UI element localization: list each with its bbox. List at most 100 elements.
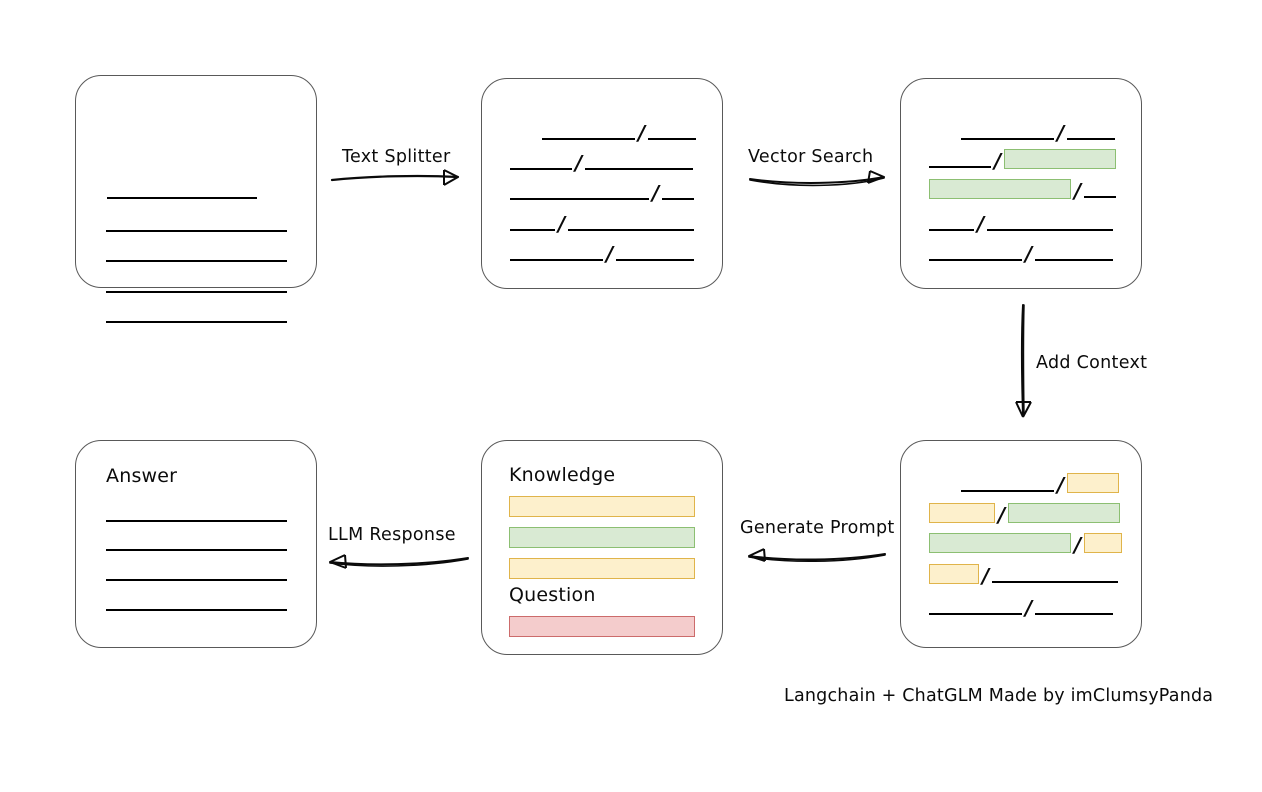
- edge-label-generate-prompt: Generate Prompt: [740, 518, 895, 538]
- edge-label-llm-response: LLM Response: [328, 525, 456, 545]
- chunk-line: /: [929, 242, 1114, 266]
- answer-body: Answer: [76, 441, 316, 647]
- document-line: [106, 244, 287, 262]
- chunk-separator: /: [1025, 242, 1033, 266]
- arrow-text-splitter: [330, 169, 460, 186]
- text-line-segment: [510, 152, 572, 170]
- node-answer[interactable]: Answer: [75, 440, 317, 648]
- text-line-segment: [929, 597, 1022, 615]
- diagram-caption: Langchain + ChatGLM Made by imClumsyPand…: [784, 686, 1214, 706]
- text-line-segment: [542, 122, 635, 140]
- text-line-segment: [616, 243, 695, 261]
- text-line-segment: [987, 213, 1114, 231]
- chunk-separator: /: [1057, 473, 1065, 497]
- context-chunk-highlight: [1084, 533, 1123, 553]
- text-line-segment: [510, 243, 603, 261]
- text-line-segment: [929, 213, 974, 231]
- text-line-segment: [585, 152, 694, 170]
- chunk-separator: /: [982, 564, 990, 588]
- document-line: [107, 181, 257, 199]
- text-line-segment: [106, 504, 287, 522]
- prompt-body: Knowledge Question: [482, 441, 722, 654]
- text-line-segment: [662, 182, 695, 200]
- chunk-line: /: [961, 121, 1116, 145]
- chunk-line: /: [929, 564, 1119, 588]
- answer-line: [106, 563, 287, 581]
- prompt-knowledge-label: Knowledge: [509, 464, 616, 486]
- node-matched-chunks[interactable]: / / / / /: [900, 78, 1142, 289]
- text-line-segment: [510, 182, 649, 200]
- source-document-body: [76, 76, 316, 323]
- text-line-segment: [106, 214, 287, 232]
- document-line: [106, 214, 287, 232]
- text-line-segment: [106, 275, 287, 293]
- chunk-separator: /: [994, 149, 1002, 173]
- chunk-separator: /: [638, 121, 646, 145]
- chunk-line: /: [510, 212, 695, 236]
- text-line-segment: [929, 243, 1022, 261]
- chunk-separator: /: [998, 503, 1006, 527]
- chunk-line: /: [510, 181, 695, 205]
- arrow-generate-prompt: [748, 548, 886, 562]
- arrow-vector-search: [749, 170, 885, 187]
- context-chunk-highlight: [929, 503, 995, 523]
- matched-chunk-highlight: [929, 533, 1071, 553]
- edge-label-text-splitter: Text Splitter: [342, 147, 451, 167]
- text-line-segment: [107, 181, 257, 199]
- node-source-document[interactable]: [75, 75, 317, 323]
- chunk-line: /: [961, 473, 1120, 497]
- document-line: [106, 305, 287, 323]
- edge-label-vector-search: Vector Search: [748, 147, 874, 167]
- edge-label-add-context: Add Context: [1036, 353, 1148, 373]
- answer-label: Answer: [106, 465, 178, 487]
- chunk-line: /: [510, 151, 694, 175]
- chunk-separator: /: [652, 181, 660, 205]
- node-context-chunks[interactable]: / / / / /: [900, 440, 1142, 648]
- text-line-segment: [961, 122, 1054, 140]
- text-line-segment: [961, 474, 1054, 492]
- chunk-line: /: [510, 242, 695, 266]
- node-generated-prompt[interactable]: Knowledge Question: [481, 440, 723, 655]
- text-line-segment: [106, 593, 287, 611]
- document-line: [106, 275, 287, 293]
- chunk-separator: /: [575, 151, 583, 175]
- text-line-segment: [1035, 243, 1114, 261]
- question-bar: [509, 616, 695, 637]
- chunk-separator: /: [606, 242, 614, 266]
- text-line-segment: [510, 213, 555, 231]
- node-split-chunks[interactable]: / / / / /: [481, 78, 723, 289]
- text-line-segment: [106, 305, 287, 323]
- chunk-separator: /: [977, 212, 985, 236]
- answer-line: [106, 533, 287, 551]
- text-line-segment: [1035, 597, 1114, 615]
- text-line-segment: [106, 244, 287, 262]
- arrow-llm-response: [329, 554, 469, 569]
- context-chunk-highlight: [1067, 473, 1120, 493]
- chunk-separator: /: [1074, 179, 1082, 203]
- text-line-segment: [568, 213, 695, 231]
- matched-chunk-highlight: [1008, 503, 1121, 523]
- text-line-segment: [929, 150, 991, 168]
- text-line-segment: [1084, 180, 1117, 198]
- text-line-segment: [106, 563, 287, 581]
- prompt-question-label: Question: [509, 584, 596, 606]
- knowledge-bar: [509, 527, 695, 548]
- chunk-line: /: [929, 212, 1114, 236]
- chunk-separator: /: [1074, 533, 1082, 557]
- chunk-separator: /: [1025, 596, 1033, 620]
- chunk-separator: /: [558, 212, 566, 236]
- answer-line: [106, 593, 287, 611]
- text-line-segment: [1067, 122, 1116, 140]
- matched-chunk-highlight: [929, 179, 1071, 199]
- knowledge-bar: [509, 558, 695, 579]
- chunk-line: /: [929, 596, 1114, 620]
- knowledge-bar: [509, 496, 695, 517]
- chunk-line: /: [929, 503, 1121, 527]
- chunk-line: /: [542, 121, 697, 145]
- chunk-line: /: [929, 149, 1117, 173]
- text-line-segment: [992, 565, 1119, 583]
- chunk-separator: /: [1057, 121, 1065, 145]
- matched-chunk-highlight: [1004, 149, 1117, 169]
- chunk-line: /: [929, 179, 1117, 203]
